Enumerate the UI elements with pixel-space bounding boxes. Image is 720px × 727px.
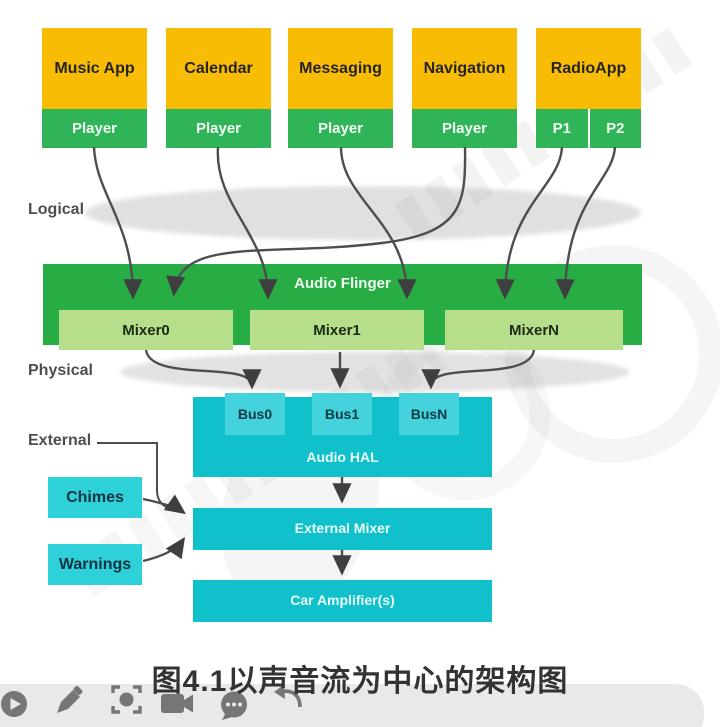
audio-hal-title: Audio HAL — [306, 449, 379, 465]
app-name: Messaging — [299, 59, 382, 77]
media-toolbar — [0, 684, 704, 727]
app-name: Navigation — [423, 59, 506, 77]
chimes-box: Chimes — [48, 477, 142, 518]
line-warnings-to-external-mixer — [142, 537, 185, 563]
layer-label-physical: Physical — [28, 362, 93, 379]
app-name: Calendar — [184, 59, 253, 77]
mixer1-box: Mixer1 — [250, 310, 424, 350]
player-cell: Player — [288, 109, 393, 148]
player-cell: Player — [42, 109, 147, 148]
app-box-music: Music App Player — [42, 28, 147, 148]
car-amplifier-label: Car Amplifier(s) — [290, 592, 395, 608]
app-name: Music App — [54, 59, 135, 77]
line-chimes-to-external-mixer — [142, 494, 186, 515]
mixerN-box: MixerN — [445, 310, 623, 350]
mixer0-box: Mixer0 — [59, 310, 233, 350]
player-cell-p2: P2 — [589, 109, 641, 148]
player-cell: Player — [166, 109, 271, 148]
comment-bubble-icon[interactable] — [219, 691, 251, 721]
app-box-calendar: Calendar Player — [166, 28, 271, 148]
layer-label-logical: Logical — [28, 201, 85, 218]
external-mixer-box: External Mixer — [193, 508, 492, 550]
player-cell-p1: P1 — [536, 109, 588, 148]
busN-box: BusN — [399, 393, 459, 435]
physical-layer-shadow — [120, 352, 630, 392]
video-camera-icon[interactable] — [159, 690, 195, 718]
car-amplifier-box: Car Amplifier(s) — [193, 580, 492, 622]
external-mixer-label: External Mixer — [294, 520, 391, 536]
warnings-box: Warnings — [48, 544, 142, 585]
app-name: RadioApp — [550, 59, 627, 77]
logical-layer-shadow — [85, 186, 641, 240]
audio-flinger-title: Audio Flinger — [294, 275, 391, 292]
app-box-radioapp: RadioApp P1 P2 — [536, 28, 641, 148]
app-box-messaging: Messaging Player — [288, 28, 393, 148]
app-box-navigation: Navigation Player — [412, 28, 517, 148]
bus0-box: Bus0 — [225, 393, 285, 435]
layer-label-external: External — [28, 432, 92, 449]
bus1-box: Bus1 — [312, 393, 372, 435]
play-icon[interactable] — [0, 690, 28, 718]
edit-pencil-icon[interactable] — [52, 685, 85, 718]
reply-arrow-icon[interactable] — [272, 683, 305, 714]
player-cell: Player — [412, 109, 517, 148]
scan-focus-icon[interactable] — [110, 683, 143, 716]
figure-caption: 图4.1以声音流为中心的架构图 — [151, 665, 569, 698]
